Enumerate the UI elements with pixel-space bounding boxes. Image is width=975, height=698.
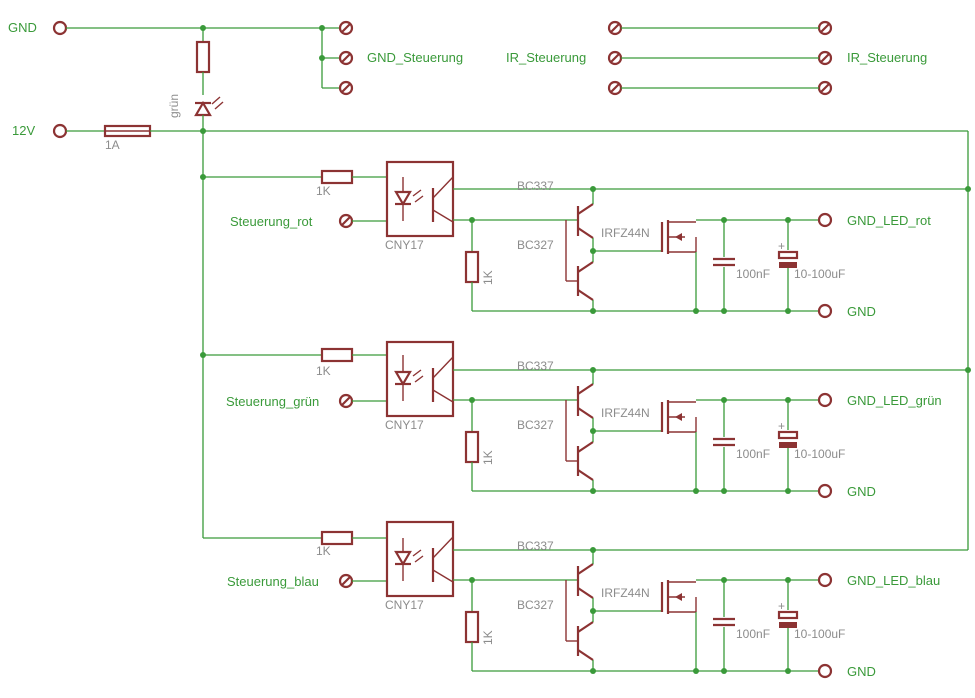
output-terminal [817,392,833,408]
gnd-terminal-channel [817,303,833,319]
optocoupler-label: CNY17 [385,238,424,252]
mosfet [660,220,697,254]
fuse-label: 1A [105,138,120,152]
gnd-terminal-channel [817,663,833,679]
input-terminal [338,393,354,409]
resistor-base-label: 1K [481,270,495,285]
optocoupler-label: CNY17 [385,598,424,612]
resistor-base-label: 1K [481,630,495,645]
channel-gruen: 1K Steuerung_grün CNY17 BC337 1K [203,340,968,499]
ir-steuerung-left-label: IR_Steuerung [506,50,586,65]
mosfet-label: IRFZ44N [601,586,650,600]
output-label: GND_LED_grün [847,393,942,408]
output-terminal [817,572,833,588]
npn-label: BC337 [517,359,554,373]
gnd-label: GND [847,304,876,319]
transistor-pair [565,203,594,301]
resistor-in [320,530,354,546]
input-terminal [338,573,354,589]
resistor-base-label: 1K [481,450,495,465]
input-label: Steuerung_rot [230,214,313,229]
channel-blau: 1K Steuerung_blau CNY17 BC337 1K [203,520,968,679]
gnd-steuerung-connector [338,20,354,96]
pnp-label: BC327 [517,418,554,432]
resistor-in [320,169,354,185]
cap-small-label: 100nF [736,267,770,281]
gnd-label: GND [847,484,876,499]
npn-label: BC337 [517,179,554,193]
gnd-terminal-label: GND [8,20,37,35]
mosfet [660,580,697,614]
cap-elec-label: 10-100uF [794,627,845,641]
pnp-label: BC327 [517,598,554,612]
cap-small [713,257,735,267]
cap-small [713,437,735,447]
transistor-pair [565,563,594,661]
mosfet-label: IRFZ44N [601,226,650,240]
svg-text:+: + [778,599,785,613]
resistor-in-label: 1K [316,544,331,558]
v12-terminal [52,123,68,139]
optocoupler [385,520,455,598]
cap-small-label: 100nF [736,627,770,641]
transistor-pair [565,383,594,481]
resistor-base [464,610,480,644]
svg-text:+: + [778,419,785,433]
pnp-label: BC327 [517,238,554,252]
cap-elec-label: 10-100uF [794,267,845,281]
mosfet [660,400,697,434]
channel-rot: 1K Steuerung_rot CNY17 BC337 1K [203,160,968,319]
resistor-base [464,250,480,284]
power-led-label: grün [167,94,181,118]
v12-terminal-label: 12V [12,123,35,138]
resistor-in-label: 1K [316,364,331,378]
input-label: Steuerung_grün [226,394,319,409]
power-led-resistor [195,40,211,74]
optocoupler [385,340,455,418]
power-led [194,96,224,117]
svg-text:+: + [778,239,785,253]
optocoupler [385,160,455,238]
gnd-terminal-channel [817,483,833,499]
gnd-label: GND [847,664,876,679]
output-label: GND_LED_rot [847,213,931,228]
output-terminal [817,212,833,228]
ir-steuerung-right-label: IR_Steuerung [847,50,927,65]
cap-small-label: 100nF [736,447,770,461]
cap-elec: + [777,419,799,448]
npn-label: BC337 [517,539,554,553]
output-label: GND_LED_blau [847,573,940,588]
optocoupler-label: CNY17 [385,418,424,432]
cap-elec: + [777,239,799,268]
resistor-in [320,347,354,363]
gnd-steuerung-label: GND_Steuerung [367,50,463,65]
gnd-terminal [52,20,68,36]
input-terminal [338,213,354,229]
input-label: Steuerung_blau [227,574,319,589]
cap-elec-label: 10-100uF [794,447,845,461]
resistor-base [464,430,480,464]
mosfet-label: IRFZ44N [601,406,650,420]
cap-small [713,617,735,627]
resistor-in-label: 1K [316,184,331,198]
cap-elec: + [777,599,799,628]
fuse [103,124,152,138]
